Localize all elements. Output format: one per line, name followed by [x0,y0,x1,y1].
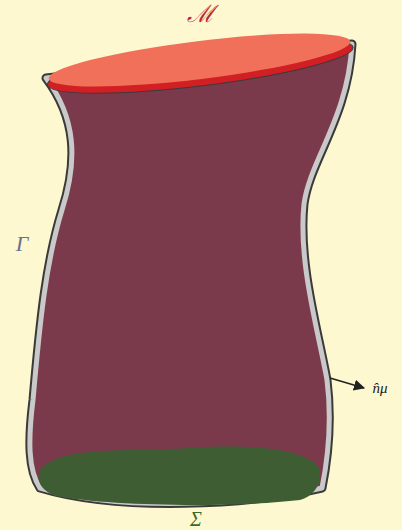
normal-arrow [330,378,364,388]
top-surface [44,22,355,104]
region-body [30,44,352,503]
boundary-label-top: ℳ [187,2,215,26]
bottom-surface [39,447,321,505]
boundary-label-bottom: Σ [190,509,202,529]
boundary-label-side: Γ [16,233,29,255]
normal-vector-label: n̂μ [372,381,387,396]
